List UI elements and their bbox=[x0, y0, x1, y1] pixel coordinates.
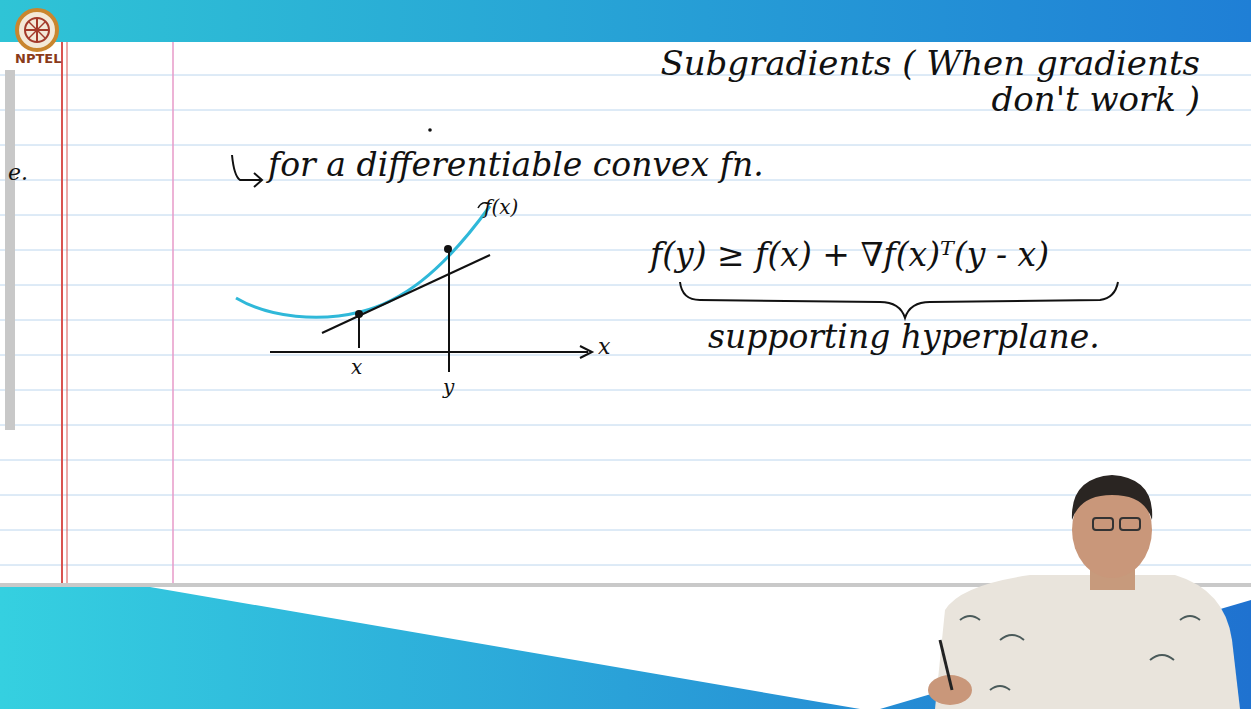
margin-line bbox=[61, 42, 63, 587]
hook-arrow bbox=[232, 155, 262, 187]
margin-line bbox=[67, 42, 68, 587]
scrollbar bbox=[5, 70, 15, 430]
margin-fragment: e. bbox=[8, 160, 28, 185]
ruled-lines bbox=[0, 75, 1251, 565]
logo-text: NPTEL bbox=[15, 52, 61, 67]
convex-graph bbox=[236, 203, 592, 372]
axis-tick-label: x bbox=[351, 356, 362, 379]
nptel-logo bbox=[17, 10, 57, 50]
curve-label: f(x) bbox=[484, 196, 518, 219]
axis-label: x bbox=[598, 334, 610, 359]
presenter bbox=[928, 475, 1240, 709]
handwritten-line: for a differentiable convex fn. bbox=[268, 146, 764, 184]
ink-dot bbox=[428, 128, 432, 132]
handwritten-title: Subgradients ( When gradients don't work… bbox=[600, 46, 1200, 117]
notebook-page bbox=[0, 42, 1251, 587]
margin-line bbox=[172, 42, 174, 587]
inequality: f(y) ≥ f(x) + ∇f(x)ᵀ(y - x) bbox=[650, 236, 1049, 274]
curly-brace bbox=[680, 282, 1118, 318]
handwritten-note: supporting hyperplane. bbox=[708, 318, 1100, 356]
top-band bbox=[0, 0, 1251, 42]
axis-tick-label: y bbox=[443, 376, 454, 399]
